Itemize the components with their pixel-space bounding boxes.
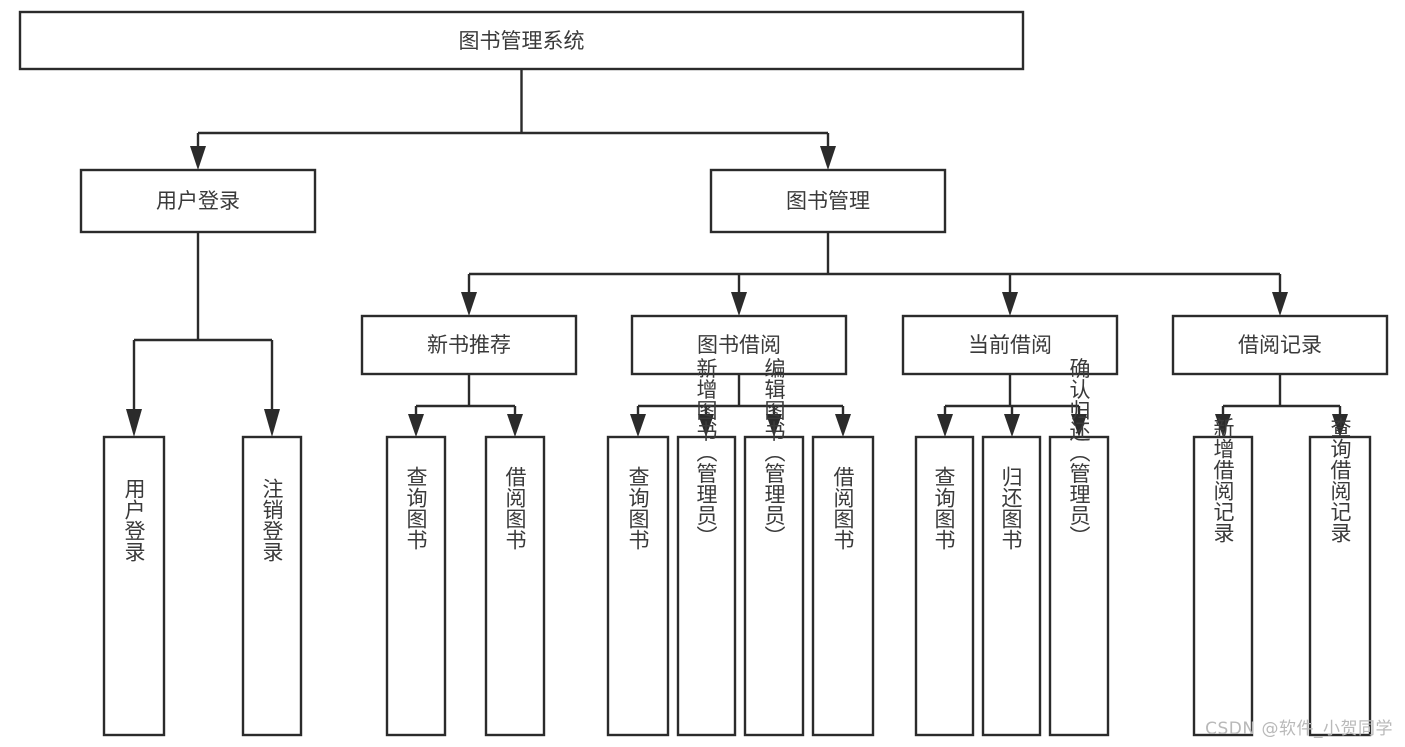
- node-borrow-record-label: 借阅记录: [1238, 333, 1322, 357]
- connectors-user-login-to-leaves: [126, 232, 280, 437]
- leaf-node-borrow-book-1[interactable]: 借阅图书: [484, 435, 546, 737]
- leaf-node-query-book-1-label: 查询图书: [404, 466, 428, 550]
- leaf-node-query-book-1[interactable]: 查询图书: [385, 435, 447, 737]
- leaf-node-add-book-box[interactable]: [676, 435, 737, 737]
- leaf-node-query-borrow-record-box[interactable]: [1308, 435, 1372, 737]
- leaf-node-query-book-2[interactable]: 查询图书: [606, 435, 670, 737]
- arrow-head-book-mgmt: [820, 146, 836, 170]
- leaf-node-borrow-book-1-label: 借阅图书: [503, 466, 527, 550]
- leaf-node-query-book-3-label: 查询图书: [932, 466, 956, 550]
- arrow-head-book-borrow: [731, 292, 747, 316]
- node-user-login-box[interactable]: [79, 168, 317, 234]
- leaf-node-query-book-3[interactable]: 查询图书: [914, 435, 975, 737]
- leaf-node-query-book-3-box[interactable]: [914, 435, 975, 737]
- connectors-root-to-level2: [190, 69, 836, 170]
- leaf-node-borrow-book-2[interactable]: 借阅图书: [811, 435, 875, 737]
- leaf-node-query-borrow-record[interactable]: 查询借阅记录: [1308, 417, 1372, 737]
- arrow-head-current-borrow: [1002, 292, 1018, 316]
- leaf-node-user-login-box[interactable]: [102, 435, 166, 737]
- node-user-login-label: 用户登录: [156, 189, 240, 213]
- leaf-node-edit-book[interactable]: 编辑图书（管理员）: [743, 358, 805, 737]
- leaf-node-query-book-2-label: 查询图书: [626, 466, 650, 550]
- arrow-head-l-edit-book: [766, 414, 782, 437]
- leaf-node-user-login-label: 用户登录: [122, 478, 146, 562]
- leaf-node-edit-book-label: 编辑图书（管理员）: [762, 358, 786, 547]
- arrow-head-l-add-record: [1215, 414, 1231, 437]
- leaf-node-borrow-book-1-box[interactable]: [484, 435, 546, 737]
- connectors-book-mgmt-to-level3: [461, 232, 1288, 316]
- leaf-node-borrow-book-2-label: 借阅图书: [831, 466, 855, 550]
- node-new-book-recommend[interactable]: 新书推荐: [360, 314, 578, 376]
- arrow-head-l-borrow-book-1: [507, 414, 523, 437]
- leaf-node-query-book-2-box[interactable]: [606, 435, 670, 737]
- leaf-node-add-borrow-record-box[interactable]: [1192, 435, 1254, 737]
- leaf-node-user-logout[interactable]: 注销登录: [241, 435, 303, 737]
- arrow-head-l-confirm-return: [1071, 414, 1087, 437]
- arrow-head-l-query-book-3: [937, 414, 953, 437]
- node-new-book-recommend-box[interactable]: [360, 314, 578, 376]
- node-current-borrow[interactable]: 当前借阅: [901, 314, 1119, 376]
- leaf-node-add-book-label: 新增图书（管理员）: [694, 358, 718, 547]
- node-current-borrow-box[interactable]: [901, 314, 1119, 376]
- arrow-head-l-borrow-book-2: [835, 414, 851, 437]
- arrow-head-l-query-book-1: [408, 414, 424, 437]
- node-current-borrow-label: 当前借阅: [968, 333, 1052, 357]
- node-book-borrow-label: 图书借阅: [697, 333, 781, 357]
- node-book-management-label: 图书管理: [786, 189, 870, 213]
- leaf-node-add-book[interactable]: 新增图书（管理员）: [676, 358, 737, 737]
- leaf-node-borrow-book-2-box[interactable]: [811, 435, 875, 737]
- node-borrow-record[interactable]: 借阅记录: [1171, 314, 1389, 376]
- connectors-current-borrow-to-leaves: [937, 374, 1087, 437]
- leaf-node-query-borrow-record-label: 查询借阅记录: [1328, 417, 1352, 543]
- node-book-borrow-box[interactable]: [630, 314, 848, 376]
- leaf-node-user-login[interactable]: 用户登录: [102, 435, 166, 737]
- leaf-node-confirm-return[interactable]: 确认归还（管理员）: [1048, 358, 1110, 737]
- leaf-node-query-book-1-box[interactable]: [385, 435, 447, 737]
- arrow-head-borrow-record: [1272, 292, 1288, 316]
- leaf-node-user-logout-label: 注销登录: [260, 478, 284, 562]
- arrow-head-l-user-logout: [264, 409, 280, 437]
- leaf-node-confirm-return-label: 确认归还（管理员）: [1067, 358, 1091, 547]
- leaf-node-add-borrow-record[interactable]: 新增借阅记录: [1192, 417, 1254, 737]
- node-root-label: 图书管理系统: [459, 29, 585, 53]
- arrow-head-l-query-record: [1332, 414, 1348, 437]
- connectors-book-borrow-to-leaves: [630, 374, 851, 437]
- connectors-borrow-record-to-leaves: [1215, 374, 1348, 437]
- node-new-book-recommend-label: 新书推荐: [427, 333, 511, 357]
- node-user-login[interactable]: 用户登录: [79, 168, 317, 234]
- arrow-head-l-user-login: [126, 409, 142, 437]
- node-book-management-box[interactable]: [709, 168, 947, 234]
- connectors-new-book-to-leaves: [408, 374, 523, 437]
- arrow-head-l-add-book: [698, 414, 714, 437]
- node-root-box[interactable]: [18, 10, 1025, 71]
- node-root-system[interactable]: 图书管理系统: [18, 10, 1025, 71]
- leaf-node-user-logout-box[interactable]: [241, 435, 303, 737]
- arrow-head-new-book: [461, 292, 477, 316]
- arrow-head-l-query-book-2: [630, 414, 646, 437]
- leaf-node-edit-book-box[interactable]: [743, 435, 805, 737]
- leaf-node-return-book-label: 归还图书: [999, 466, 1023, 550]
- leaf-node-confirm-return-box[interactable]: [1048, 435, 1110, 737]
- leaf-node-return-book[interactable]: 归还图书: [981, 435, 1042, 737]
- arrow-head-user-login: [190, 146, 206, 170]
- leaf-node-add-borrow-record-label: 新增借阅记录: [1211, 417, 1235, 543]
- node-book-borrow[interactable]: 图书借阅: [630, 314, 848, 376]
- node-book-management[interactable]: 图书管理: [709, 168, 947, 234]
- node-borrow-record-box[interactable]: [1171, 314, 1389, 376]
- arrow-head-l-return-book: [1004, 414, 1020, 437]
- leaf-node-return-book-box[interactable]: [981, 435, 1042, 737]
